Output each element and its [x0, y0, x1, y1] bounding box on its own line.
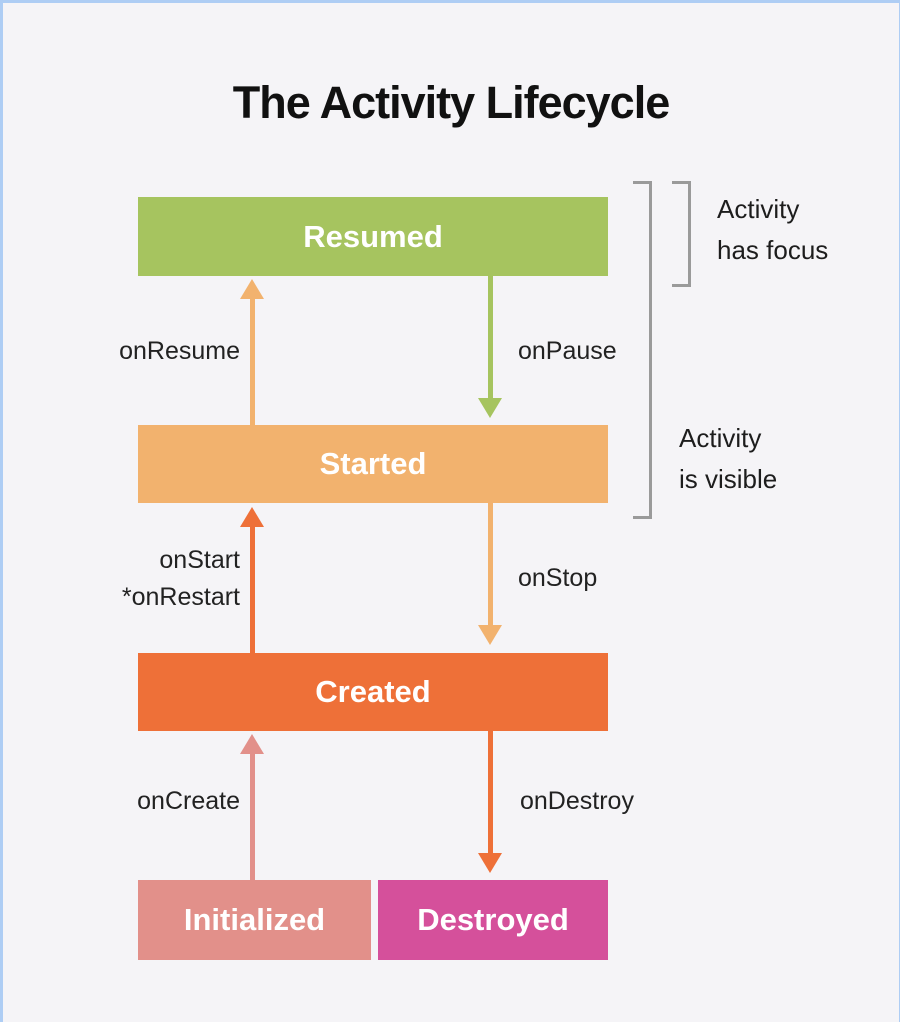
state-destroyed-label: Destroyed — [417, 902, 569, 937]
down-arrow-icon-ondestroy — [478, 731, 502, 873]
state-started: Started — [138, 425, 608, 503]
up-arrow-icon-onresume — [240, 279, 264, 425]
arrow-shaft — [249, 754, 255, 880]
arrowhead-up — [240, 279, 264, 299]
state-started-label: Started — [319, 446, 427, 481]
bracket-activity-is-visible — [633, 181, 652, 519]
annotation-is-visible-line1: Activity — [679, 423, 762, 453]
state-created-label: Created — [315, 674, 431, 709]
transition-label-onstart-line2: *onRestart — [121, 583, 240, 611]
transition-label-onstart-line1: onStart — [159, 546, 240, 574]
annotation-activity-has-focus: Activity has focus — [717, 189, 828, 271]
up-arrow-icon-onstart — [240, 507, 264, 653]
arrow-shaft — [487, 276, 493, 398]
state-initialized: Initialized — [138, 880, 371, 960]
state-created: Created — [138, 653, 608, 731]
transition-label-oncreate: onCreate — [137, 787, 240, 815]
arrowhead-up — [240, 507, 264, 527]
down-arrow-icon-onpause — [478, 276, 502, 418]
arrow-shaft — [249, 299, 255, 425]
transition-label-onstop: onStop — [518, 564, 598, 592]
annotation-is-visible-line2: is visible — [679, 464, 778, 494]
arrowhead-up — [240, 734, 264, 754]
bracket-activity-has-focus — [672, 181, 691, 287]
arrow-shaft — [487, 503, 493, 625]
state-resumed-label: Resumed — [303, 218, 443, 254]
transition-label-onpause: onPause — [518, 337, 617, 365]
down-arrow-icon-onstop — [478, 503, 502, 645]
state-initialized-label: Initialized — [183, 902, 326, 937]
annotation-activity-is-visible: Activity is visible — [679, 418, 777, 500]
transition-label-ondestroy: onDestroy — [520, 787, 634, 815]
arrowhead-down — [478, 398, 502, 418]
up-arrow-icon-oncreate — [240, 734, 264, 880]
arrow-shaft — [487, 731, 493, 853]
state-destroyed: Destroyed — [378, 880, 608, 960]
arrowhead-down — [478, 853, 502, 873]
arrowhead-down — [478, 625, 502, 645]
transition-label-onstart: onStart *onRestart — [40, 542, 240, 616]
arrow-shaft — [249, 527, 255, 653]
page-title: The Activity Lifecycle — [232, 77, 671, 128]
annotation-has-focus-line2: has focus — [717, 235, 829, 265]
transition-label-onresume: onResume — [119, 337, 240, 365]
annotation-has-focus-line1: Activity — [717, 194, 800, 224]
state-resumed: Resumed — [138, 197, 608, 276]
